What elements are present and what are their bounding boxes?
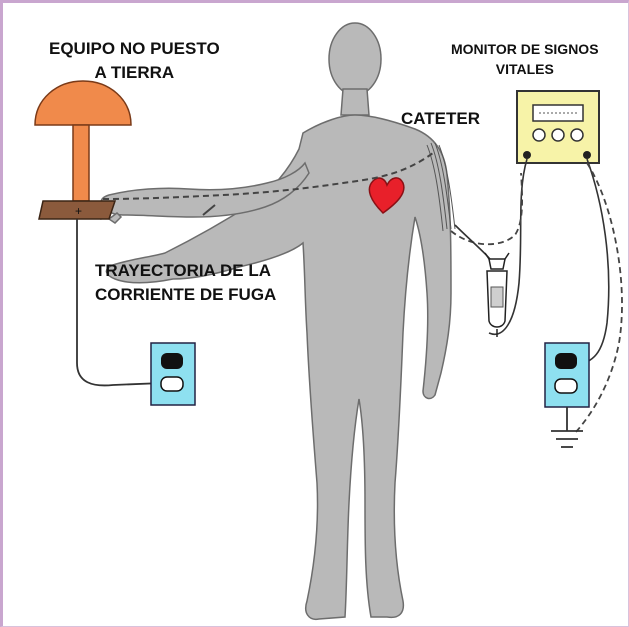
catheter-leakage-path — [450, 172, 524, 246]
human-body — [95, 22, 452, 621]
leakage-current-path — [102, 152, 434, 200]
ground-symbol-icon — [551, 407, 583, 448]
monitor-label-line2: VITALES — [495, 61, 554, 77]
iv-bag-icon — [484, 252, 510, 337]
equipment-label-line2: A TIERRA — [94, 63, 175, 82]
monitor-label: MONITOR DE SIGNOS VITALES — [451, 39, 599, 79]
svg-text:+: + — [75, 204, 82, 218]
monitor-label-line1: MONITOR DE SIGNOS — [451, 41, 599, 57]
outlet-icon — [150, 342, 196, 406]
leakage-path-label: TRAYECTORIA DE LA CORRIENTE DE FUGA — [95, 259, 276, 307]
lamp-cord — [76, 219, 164, 387]
monitor-icon — [516, 90, 600, 164]
equipment-label-line1: EQUIPO NO PUESTO — [49, 39, 220, 58]
monitor-cable — [488, 158, 528, 335]
equipment-label: EQUIPO NO PUESTO A TIERRA — [49, 37, 220, 85]
monitor-power-cable — [574, 158, 610, 366]
leakage-arrow — [202, 204, 216, 216]
leakage-path-label-line2: CORRIENTE DE FUGA — [95, 285, 277, 304]
monitor-leakage-path — [574, 162, 623, 434]
catheter-coil — [426, 142, 456, 232]
heart-icon — [368, 177, 405, 214]
leakage-path-label-line1: TRAYECTORIA DE LA — [95, 261, 272, 280]
diagram-drawing: + — [34, 22, 623, 621]
catheter-label: CATETER — [401, 109, 481, 128]
lamp-icon: + — [34, 80, 132, 220]
outlet-icon — [544, 342, 590, 408]
